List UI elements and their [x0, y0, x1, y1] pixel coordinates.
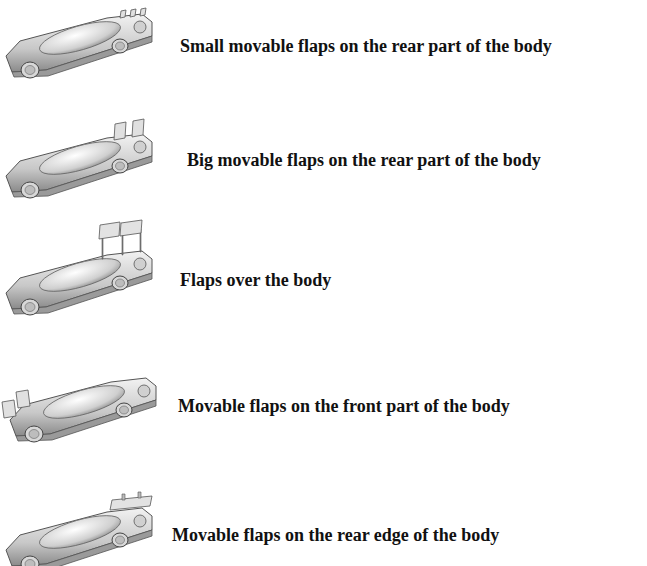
caption-label: Small movable flaps on the rear part of … — [180, 36, 552, 57]
caption-label: Movable flaps on the front part of the b… — [178, 396, 510, 417]
caption-label: Movable flaps on the rear edge of the bo… — [172, 525, 499, 546]
caption-label: Flaps over the body — [180, 270, 331, 291]
caption-label: Big movable flaps on the rear part of th… — [187, 150, 541, 171]
